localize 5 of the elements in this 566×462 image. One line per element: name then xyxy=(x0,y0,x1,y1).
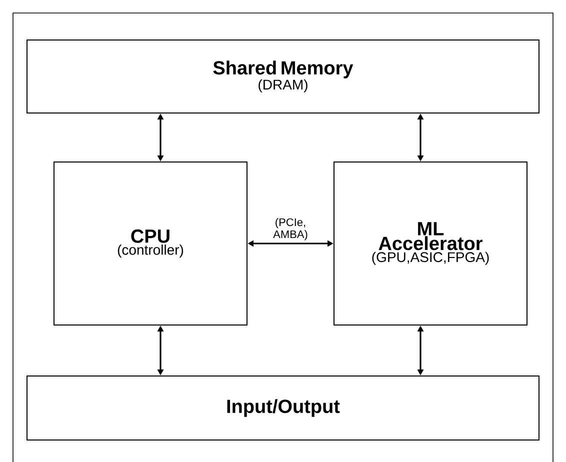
edge-label: (PCIe, AMBA) xyxy=(268,217,312,242)
component-box: Input/Output xyxy=(26,376,540,440)
component-box: CPU (controller) xyxy=(54,162,248,326)
component-box: Shared Memory (DRAM) xyxy=(26,40,540,114)
component-box: ML Accelerator (GPU,ASIC,FPGA) xyxy=(334,162,528,326)
